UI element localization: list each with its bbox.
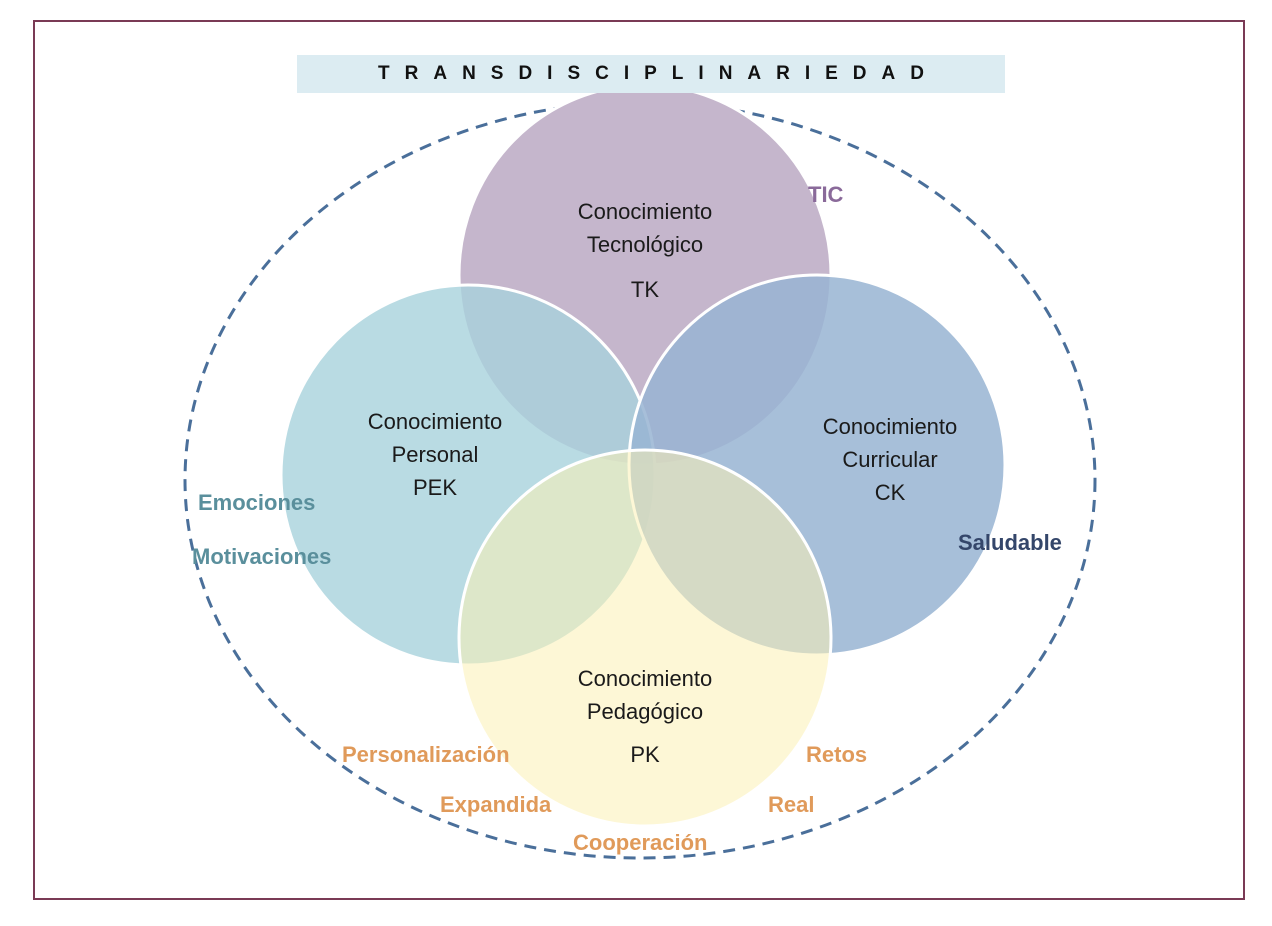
tag-cooperacion: Cooperación bbox=[573, 830, 708, 855]
title-banner: TRANSDISCIPLINARIEDAD bbox=[297, 55, 1005, 93]
tag-expandida: Expandida bbox=[440, 792, 552, 817]
ck-line1: Conocimiento bbox=[822, 414, 958, 439]
tk-line2: Tecnológico bbox=[586, 232, 704, 257]
tag-motivaciones: Motivaciones bbox=[192, 544, 332, 569]
pek-abbr: PEK bbox=[412, 475, 458, 500]
ck-abbr: CK bbox=[874, 480, 906, 505]
label-pek: Conocimiento Personal PEK bbox=[368, 405, 503, 504]
pek-line2: Personal bbox=[391, 442, 479, 467]
tag-emociones: Emociones bbox=[198, 490, 316, 515]
tag-personalizacion: Personalización bbox=[342, 742, 510, 767]
tag-saludable: Saludable bbox=[958, 530, 1062, 555]
tk-abbr: TK bbox=[630, 277, 660, 302]
pk-abbr: PK bbox=[630, 742, 660, 767]
tag-real: Real bbox=[768, 792, 815, 817]
title: TRANSDISCIPLINARIEDAD bbox=[378, 63, 939, 84]
label-tk: Conocimiento Tecnológico TK bbox=[578, 195, 713, 306]
diagram-frame bbox=[33, 20, 1245, 900]
label-ck: Conocimiento Curricular CK bbox=[823, 410, 958, 509]
ck-line2: Curricular bbox=[842, 447, 938, 472]
tk-line1: Conocimiento bbox=[577, 199, 713, 224]
tag-retos: Retos bbox=[806, 742, 868, 767]
tag-tic: TIC bbox=[808, 182, 844, 207]
pek-line1: Conocimiento bbox=[367, 409, 503, 434]
pk-line2: Pedagógico bbox=[586, 699, 704, 724]
circle-pk bbox=[457, 448, 833, 828]
label-pk: Conocimiento Pedagógico PK bbox=[578, 662, 713, 771]
pk-line1: Conocimiento bbox=[577, 666, 713, 691]
